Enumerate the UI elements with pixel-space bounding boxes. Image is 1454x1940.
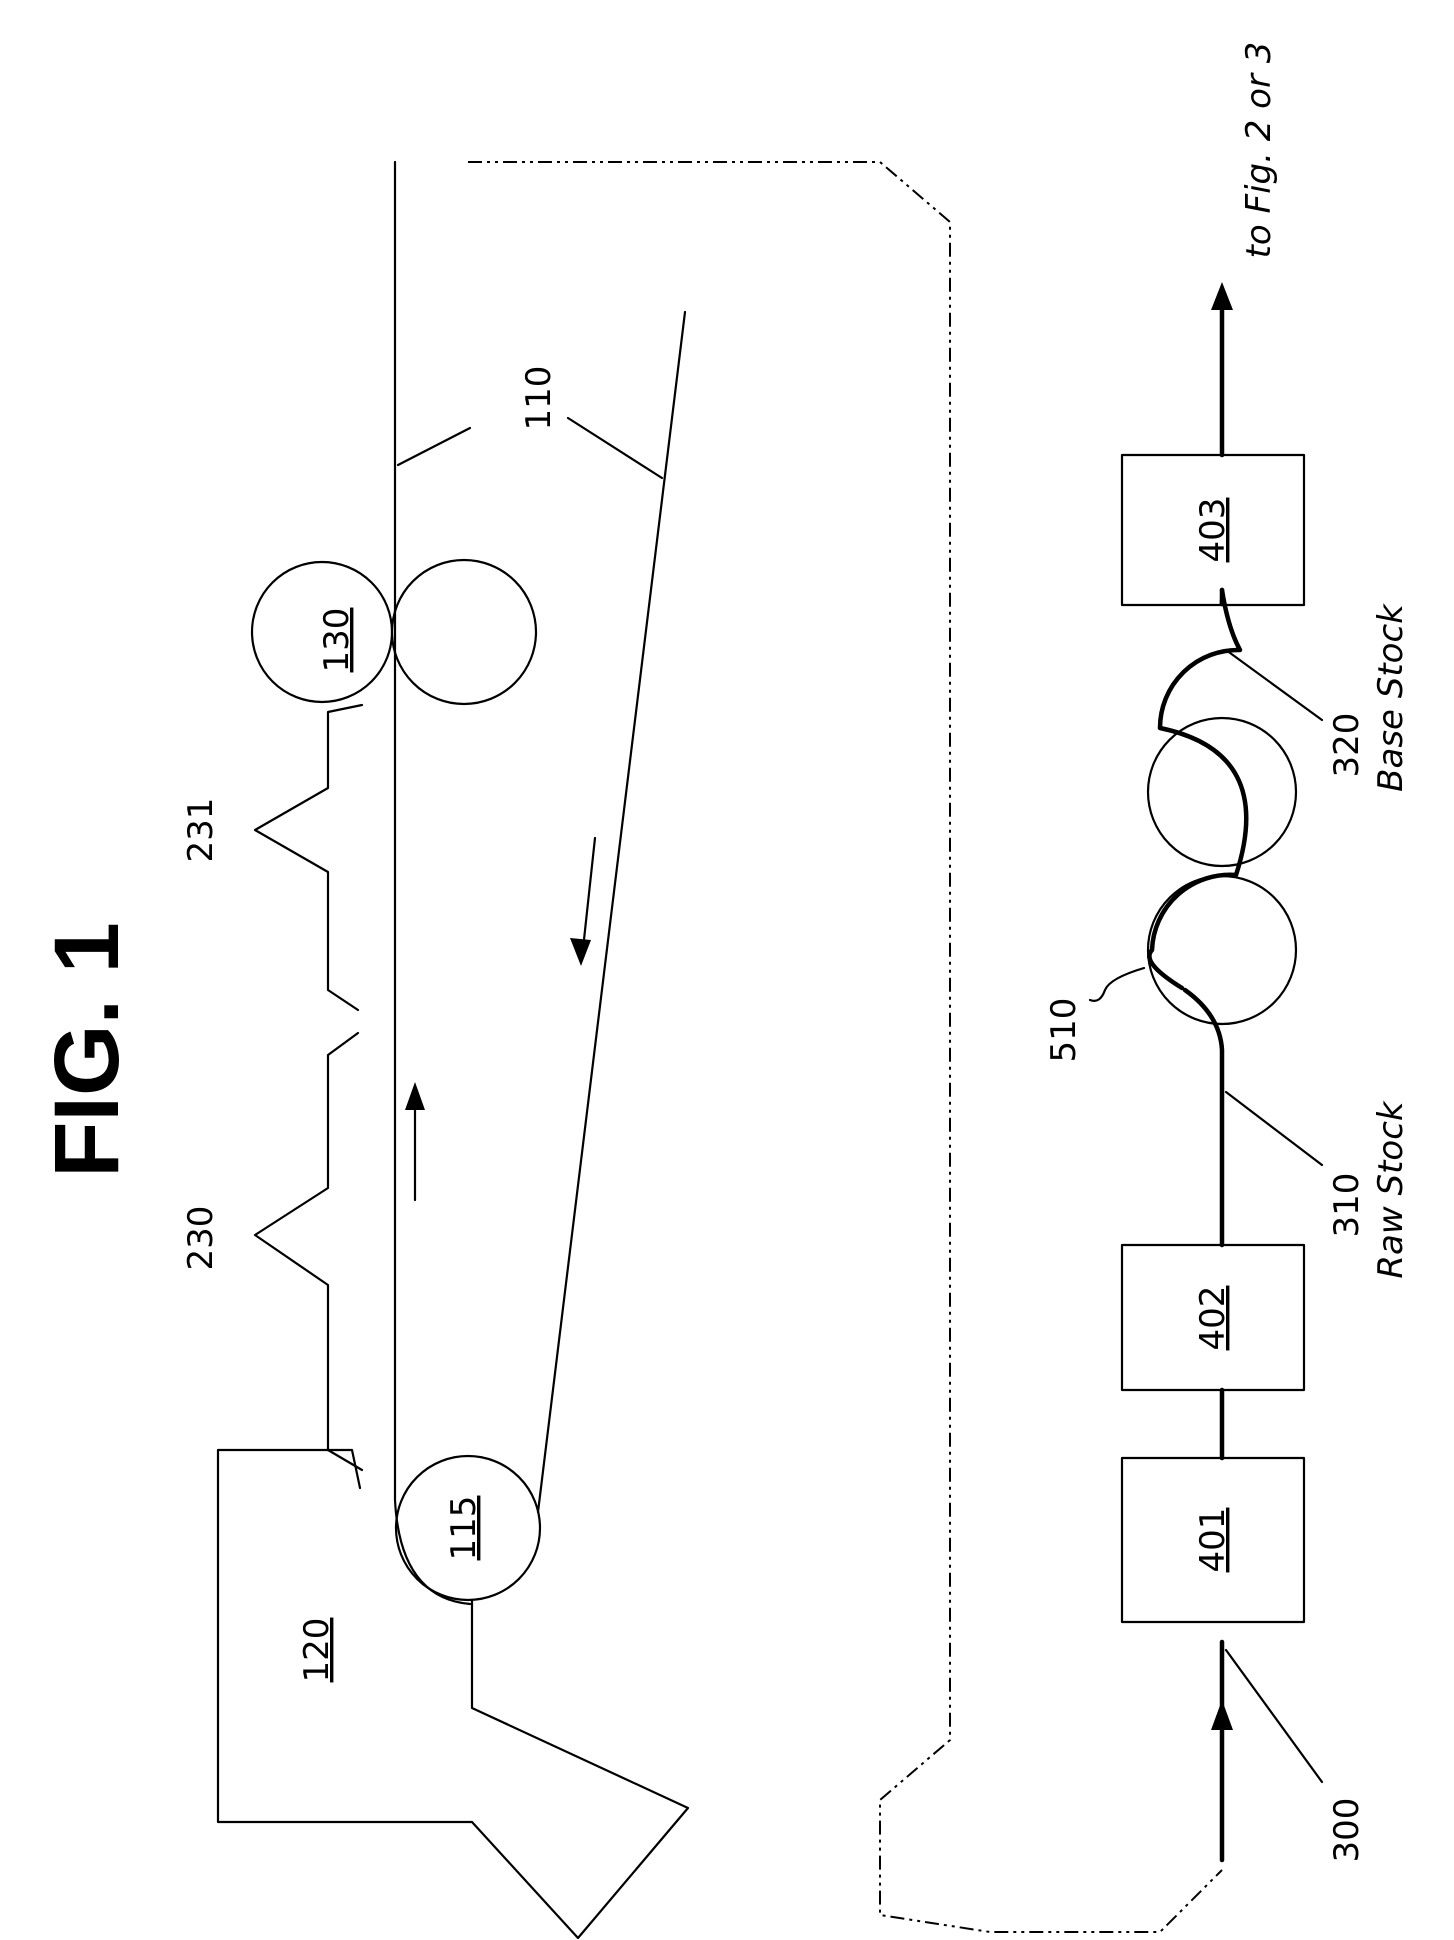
bracket-231 bbox=[255, 705, 362, 1010]
press-roll-130-lower bbox=[392, 560, 536, 704]
raw-stock-label: Raw Stock bbox=[1371, 1100, 1411, 1278]
leader-300 bbox=[1226, 1650, 1322, 1782]
figure-title: FIG. 1 bbox=[36, 922, 138, 1178]
breast-roll-115-label: 115 bbox=[444, 1496, 484, 1561]
box-402-label: 402 bbox=[1193, 1286, 1233, 1351]
to-fig-label: to Fig. 2 or 3 bbox=[1239, 42, 1279, 259]
ref-300-label: 300 bbox=[1327, 1798, 1367, 1863]
press-roll-130-label: 130 bbox=[317, 608, 357, 673]
leader-510 bbox=[1090, 968, 1144, 1001]
leader-320 bbox=[1226, 650, 1322, 720]
box-401-label: 401 bbox=[1193, 1508, 1233, 1573]
ref-510-label: 510 bbox=[1044, 998, 1084, 1063]
ref-230-label: 230 bbox=[181, 1206, 221, 1271]
arrow-return-run-head bbox=[570, 938, 591, 966]
fabric-return-run bbox=[538, 312, 685, 1512]
process-line-raw-stock bbox=[1185, 990, 1222, 1245]
ref-110-label: 110 bbox=[519, 366, 559, 431]
leader-110-b bbox=[568, 418, 662, 478]
arrow-top-run-head bbox=[405, 1082, 425, 1110]
box-403-label: 403 bbox=[1193, 498, 1233, 563]
outlet-arrow-head bbox=[1211, 282, 1233, 310]
headbox-120-label: 120 bbox=[297, 1618, 337, 1683]
inlet-arrow-head bbox=[1211, 1700, 1233, 1730]
base-stock-label: Base Stock bbox=[1371, 603, 1411, 792]
refiner-disc-2 bbox=[1148, 718, 1296, 866]
refiner-wrap bbox=[1149, 590, 1246, 988]
leader-110-a bbox=[398, 428, 470, 465]
leader-310 bbox=[1226, 1092, 1322, 1165]
ref-231-label: 231 bbox=[181, 798, 221, 863]
refiner-disc-1 bbox=[1148, 876, 1296, 1024]
bracket-230 bbox=[255, 1033, 362, 1470]
ref-310-label: 310 bbox=[1327, 1173, 1367, 1238]
ref-320-label: 320 bbox=[1327, 713, 1367, 778]
